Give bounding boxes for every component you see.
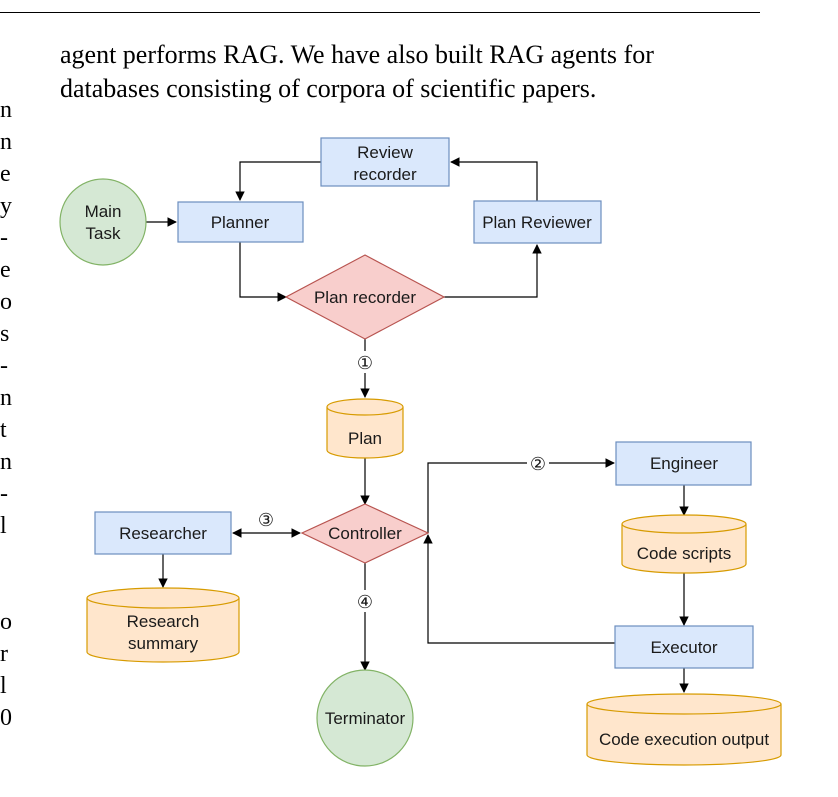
code-execution-output-label: Code execution output bbox=[599, 730, 769, 749]
step-2-label: ② bbox=[530, 454, 546, 475]
step-4-label: ④ bbox=[357, 592, 373, 613]
node-controller: Controller bbox=[300, 503, 430, 564]
node-research-summary: Research summary bbox=[86, 587, 240, 663]
margin-glyph: n bbox=[0, 129, 12, 155]
plan-recorder-label: Plan recorder bbox=[314, 288, 416, 307]
node-code-execution-output: Code execution output bbox=[586, 693, 782, 766]
margin-glyph: 0 bbox=[0, 705, 12, 731]
paragraph-line-2: databases consisting of corpora of scien… bbox=[60, 74, 597, 103]
node-terminator: Terminator bbox=[316, 669, 414, 767]
code-scripts-label: Code scripts bbox=[637, 544, 731, 563]
edge-reviewrecorder-planner bbox=[235, 161, 321, 201]
margin-glyph: e bbox=[0, 257, 11, 283]
edge-planrecorder-planreviewer bbox=[444, 244, 542, 298]
main-task-line-2: Task bbox=[86, 224, 121, 243]
main-task-line-1: Main bbox=[85, 202, 122, 221]
margin-glyph: l bbox=[0, 513, 7, 539]
margin-glyph: - bbox=[0, 225, 8, 251]
margin-glyph: n bbox=[0, 449, 12, 475]
node-review-recorder: Review recorder bbox=[320, 137, 450, 187]
body-paragraph: agent performs RAG. We have also built R… bbox=[60, 38, 820, 106]
review-recorder-line-1: Review bbox=[357, 143, 413, 162]
margin-glyph: y bbox=[0, 193, 12, 219]
step-3-label: ③ bbox=[258, 510, 274, 531]
plan-label: Plan bbox=[348, 429, 382, 448]
research-summary-line-2: summary bbox=[128, 634, 198, 653]
review-recorder-line-2: recorder bbox=[353, 165, 417, 184]
margin-glyph: s bbox=[0, 321, 10, 347]
executor-label: Executor bbox=[650, 638, 717, 657]
margin-glyph: t bbox=[0, 417, 7, 443]
node-code-scripts: Code scripts bbox=[621, 514, 747, 574]
engineer-label: Engineer bbox=[650, 454, 718, 473]
research-summary-line-1: Research bbox=[127, 612, 200, 631]
edges bbox=[146, 157, 689, 693]
top-rule bbox=[0, 12, 760, 13]
node-plan-recorder: Plan recorder bbox=[284, 254, 446, 340]
margin-glyph: l bbox=[0, 673, 7, 699]
node-plan-reviewer: Plan Reviewer bbox=[473, 200, 602, 244]
controller-label: Controller bbox=[328, 524, 402, 543]
node-plan: Plan bbox=[326, 398, 404, 459]
margin-glyph: r bbox=[0, 641, 8, 667]
node-planner: Planner bbox=[177, 201, 304, 243]
terminator-label: Terminator bbox=[325, 709, 406, 728]
edge-planner-planrecorder bbox=[239, 242, 287, 302]
margin-glyph: n bbox=[0, 385, 12, 411]
margin-glyph: n bbox=[0, 97, 12, 123]
margin-glyph: o bbox=[0, 609, 12, 635]
planner-label: Planner bbox=[211, 213, 270, 232]
edge-planreviewer-reviewrecorder bbox=[450, 157, 538, 201]
margin-glyph: - bbox=[0, 481, 8, 507]
step-labels: ① ② ③ ④ bbox=[258, 351, 549, 613]
plan-reviewer-label: Plan Reviewer bbox=[482, 213, 592, 232]
paragraph-line-1: agent performs RAG. We have also built R… bbox=[60, 40, 654, 69]
edge-executor-controller bbox=[423, 534, 615, 644]
node-engineer: Engineer bbox=[615, 441, 752, 486]
edge-controller-engineer bbox=[427, 458, 615, 533]
step-1-label: ① bbox=[357, 353, 373, 374]
node-researcher: Researcher bbox=[94, 511, 232, 555]
node-executor: Executor bbox=[614, 625, 754, 669]
margin-glyph: o bbox=[0, 289, 12, 315]
margin-glyph: e bbox=[0, 161, 11, 187]
node-main-task: Main Task bbox=[59, 178, 147, 266]
researcher-label: Researcher bbox=[119, 524, 207, 543]
margin-glyph: - bbox=[0, 353, 8, 379]
